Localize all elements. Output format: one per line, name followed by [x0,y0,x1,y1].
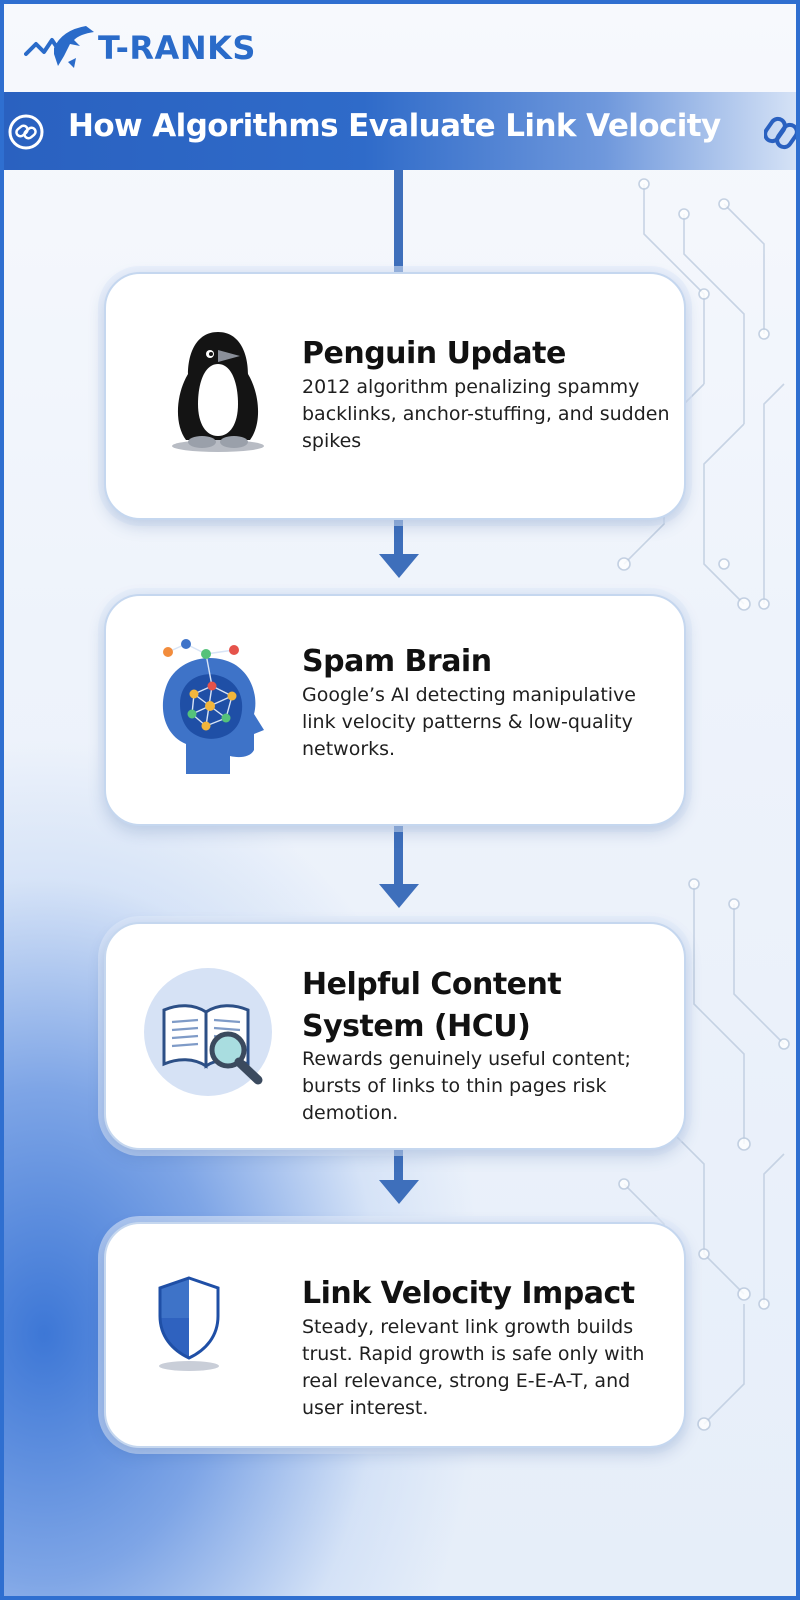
step-card-spam-brain: Spam Brain Google’s AI detecting manipul… [104,594,686,826]
brand-name: T-RANKS [98,29,256,67]
book-magnifier-icon [144,968,272,1096]
step-title: Penguin Update [302,336,566,371]
step-title: Link Velocity Impact [302,1276,635,1311]
step-description: Google’s AI detecting manipulative link … [302,684,636,760]
step-description: Rewards genuinely useful content; bursts… [302,1048,631,1124]
step-title: Spam Brain [302,644,492,679]
link-chain-icon [8,114,44,150]
step-card-hcu: Helpful Content System (HCU) Rewards gen… [104,922,686,1150]
connector-arrow [379,1150,419,1206]
link-chain-icon [764,116,796,150]
shark-logo-icon [24,26,94,68]
step-description: 2012 algorithm penalizing spammy backlin… [302,376,670,452]
step-title: Helpful Content System (HCU) [302,967,562,1044]
ai-brain-icon [162,639,264,774]
shield-icon [158,1276,220,1371]
step-description: Steady, relevant link growth builds trus… [302,1316,645,1419]
connector-line [394,170,403,276]
page-title: How Algorithms Evaluate Link Velocity [68,108,721,144]
brand-logo[interactable]: T-RANKS [24,22,256,74]
title-banner: How Algorithms Evaluate Link Velocity [4,92,796,170]
connector-arrow [379,520,419,580]
step-card-penguin: Penguin Update 2012 algorithm penalizing… [104,272,686,520]
step-card-link-velocity-impact: Link Velocity Impact Steady, relevant li… [104,1222,686,1448]
connector-arrow [379,826,419,910]
penguin-icon [172,332,264,452]
